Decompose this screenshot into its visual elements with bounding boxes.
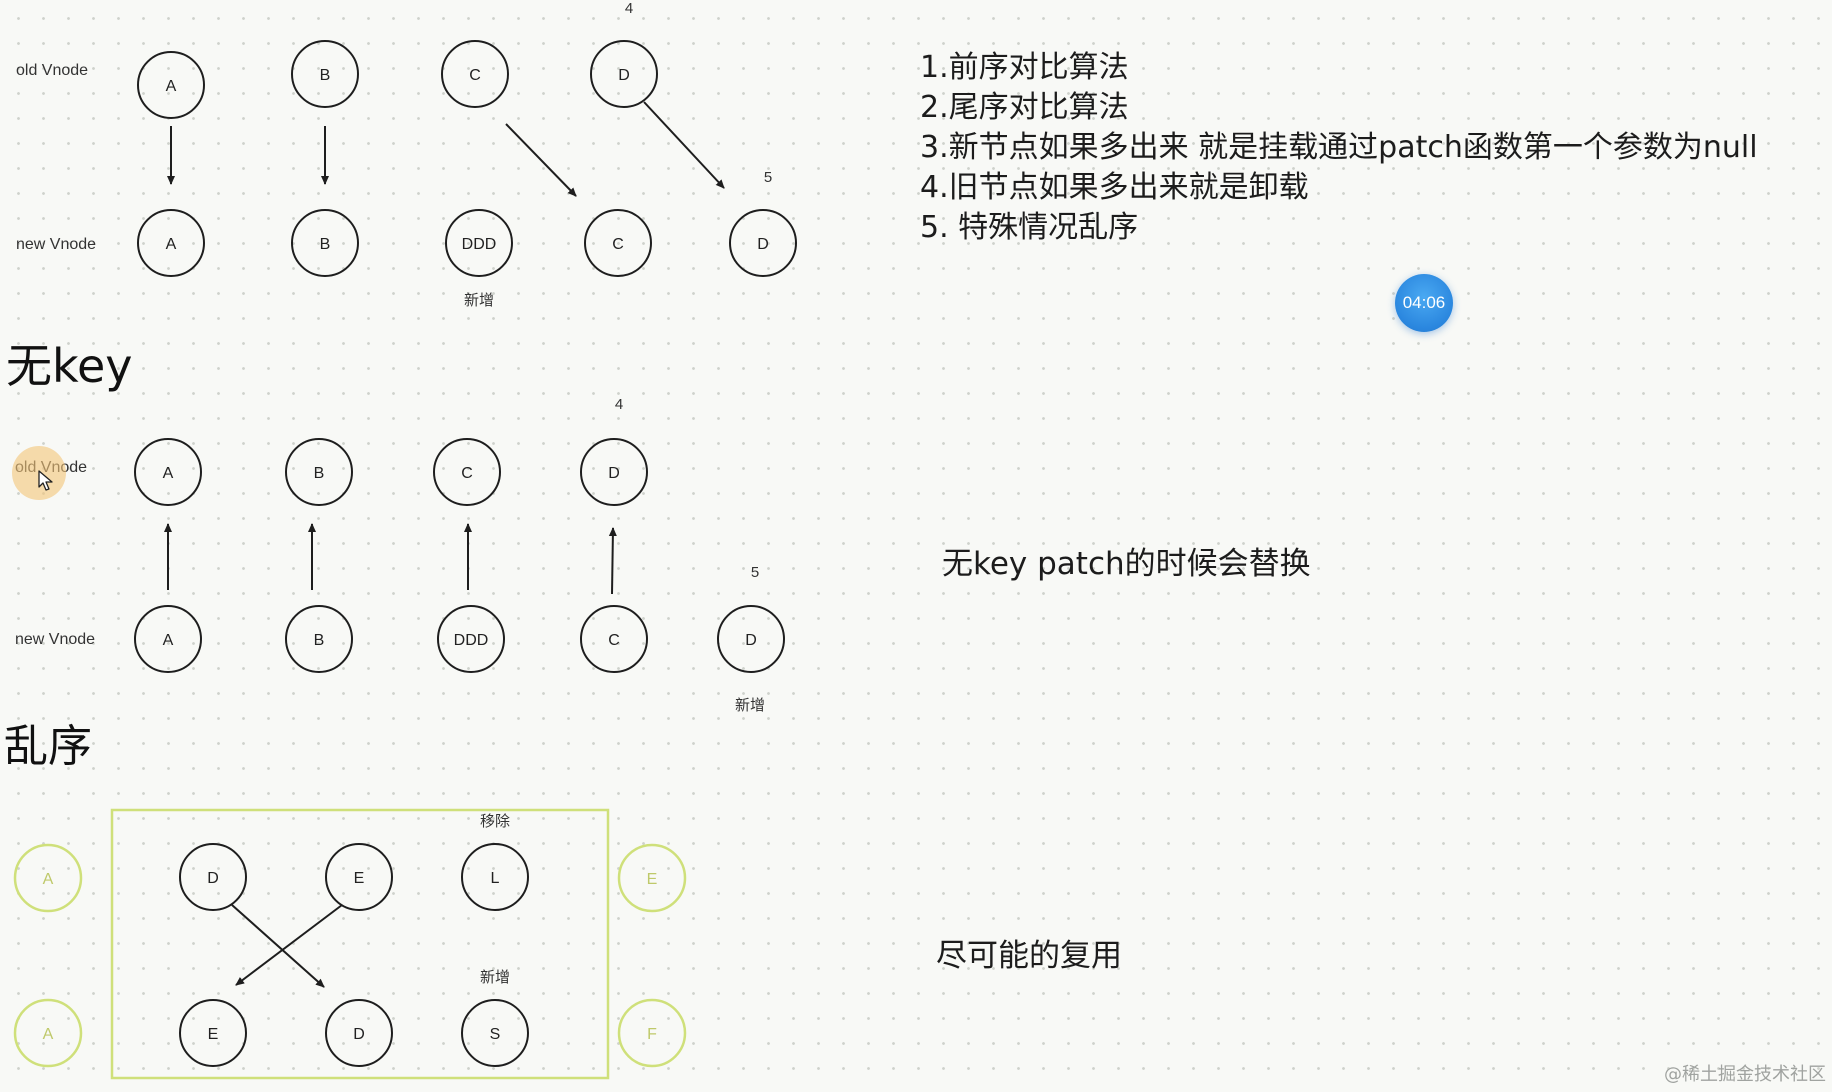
s2-new-node-label: D <box>745 632 757 649</box>
s1-index-4: 4 <box>625 0 633 17</box>
s3-top-node-label: E <box>354 870 365 887</box>
s1-new-node-label: D <box>757 236 769 253</box>
s3-bottom-node: S <box>461 999 529 1067</box>
s3-bottom-node: E <box>179 999 247 1067</box>
s2-arrow <box>608 527 617 595</box>
s3-outer-left-node: A <box>13 998 83 1068</box>
step-item: 2.尾序对比算法 <box>920 90 1129 125</box>
s3-bottom-node: D <box>325 999 393 1067</box>
s2-new-node-label: A <box>163 632 174 649</box>
s2-old-node-label: D <box>608 465 620 482</box>
step-item: 4.旧节点如果多出来就是卸载 <box>920 170 1309 205</box>
disorder-box <box>110 808 610 1080</box>
s2-old-node: B <box>285 438 353 506</box>
s2-old-node: A <box>134 438 202 506</box>
s1-new-node: D <box>729 209 797 277</box>
s1-new-node-label: B <box>320 236 331 253</box>
s2-new-node: DDD <box>437 605 505 673</box>
s3-top-node: E <box>325 843 393 911</box>
s1-arrow <box>643 101 725 189</box>
s1-new-node-label: DDD <box>462 236 497 253</box>
s3-bottom-node-label: S <box>490 1026 501 1043</box>
s2-old-node: D <box>580 438 648 506</box>
s3-cross-arrow <box>231 904 325 988</box>
s1-old-node: C <box>441 40 509 108</box>
s1-new-node: A <box>137 209 205 277</box>
s2-new-label: new Vnode <box>15 631 95 648</box>
s1-old-label: old Vnode <box>16 62 88 79</box>
s2-new-node: C <box>580 605 648 673</box>
step-item: 5. 特殊情况乱序 <box>920 210 1139 245</box>
s3-outer-left-node-label: A <box>43 871 54 888</box>
s3-bottom-node-label: D <box>353 1026 365 1043</box>
heading-no-key: 无key <box>6 339 133 393</box>
s1-new-node: DDD <box>445 209 513 277</box>
s2-old-node-label: A <box>163 465 174 482</box>
recording-timer-badge[interactable]: 04:06 <box>1395 274 1453 332</box>
s3-top-node-label: L <box>491 870 500 887</box>
s2-index-5: 5 <box>751 564 759 581</box>
step-item: 3.新节点如果多出来 就是挂载通过patch函数第一个参数为null <box>920 130 1758 165</box>
heading-disorder: 乱序 <box>4 721 92 772</box>
s2-new-node-label: C <box>608 632 620 649</box>
s3-outer-right-node: E <box>617 843 687 913</box>
s3-cross-arrow <box>235 904 343 986</box>
s2-old-node-label: C <box>461 465 473 482</box>
s2-new-node: A <box>134 605 202 673</box>
s1-old-node: D <box>590 40 658 108</box>
note-reuse: 尽可能的复用 <box>936 938 1122 974</box>
s1-new-node: C <box>584 209 652 277</box>
s2-new-node: D <box>717 605 785 673</box>
s2-new-node-label: DDD <box>454 632 489 649</box>
mouse-cursor-icon <box>38 470 53 491</box>
s3-bottom-node-label: E <box>208 1026 219 1043</box>
s3-outer-right-node-label: E <box>647 871 658 888</box>
s1-old-node-label: D <box>618 67 630 84</box>
s3-top-node-label: D <box>207 870 219 887</box>
note-no-key-replace: 无key patch的时候会替换 <box>942 546 1311 582</box>
s3-outer-right-node-label: F <box>647 1026 657 1043</box>
s3-top-node: L <box>461 843 529 911</box>
s1-new-node-label: C <box>612 236 624 253</box>
s1-old-node-label: B <box>320 67 331 84</box>
s3-outer-left-node-label: A <box>43 1026 54 1043</box>
s3-removed-label: 移除 <box>480 813 510 830</box>
s1-index-5: 5 <box>764 169 772 186</box>
s1-arrow <box>505 123 577 197</box>
s2-added-label: 新增 <box>735 697 765 714</box>
s1-new-node: B <box>291 209 359 277</box>
s2-index-4: 4 <box>615 396 623 413</box>
s3-top-node: D <box>179 843 247 911</box>
watermark: @稀土掘金技术社区 <box>1664 1064 1826 1085</box>
s2-old-node: C <box>433 438 501 506</box>
timer-text: 04:06 <box>1402 293 1446 312</box>
s1-old-node-label: C <box>469 67 481 84</box>
step-item: 1.前序对比算法 <box>920 50 1129 85</box>
s1-old-node: B <box>291 40 359 108</box>
s1-added-label: 新增 <box>464 292 494 309</box>
s2-new-node-label: B <box>314 632 325 649</box>
s1-new-node-label: A <box>166 236 177 253</box>
s3-outer-right-node: F <box>617 998 687 1068</box>
s3-added-label: 新增 <box>480 969 510 986</box>
s2-old-node-label: B <box>314 465 325 482</box>
algorithm-steps: 1.前序对比算法 2.尾序对比算法 3.新节点如果多出来 就是挂载通过patch… <box>920 48 1758 248</box>
s1-old-node-label: A <box>166 78 177 95</box>
s3-outer-left-node: A <box>13 843 83 913</box>
s2-new-node: B <box>285 605 353 673</box>
s1-new-label: new Vnode <box>16 236 96 253</box>
s1-old-node: A <box>137 51 205 119</box>
